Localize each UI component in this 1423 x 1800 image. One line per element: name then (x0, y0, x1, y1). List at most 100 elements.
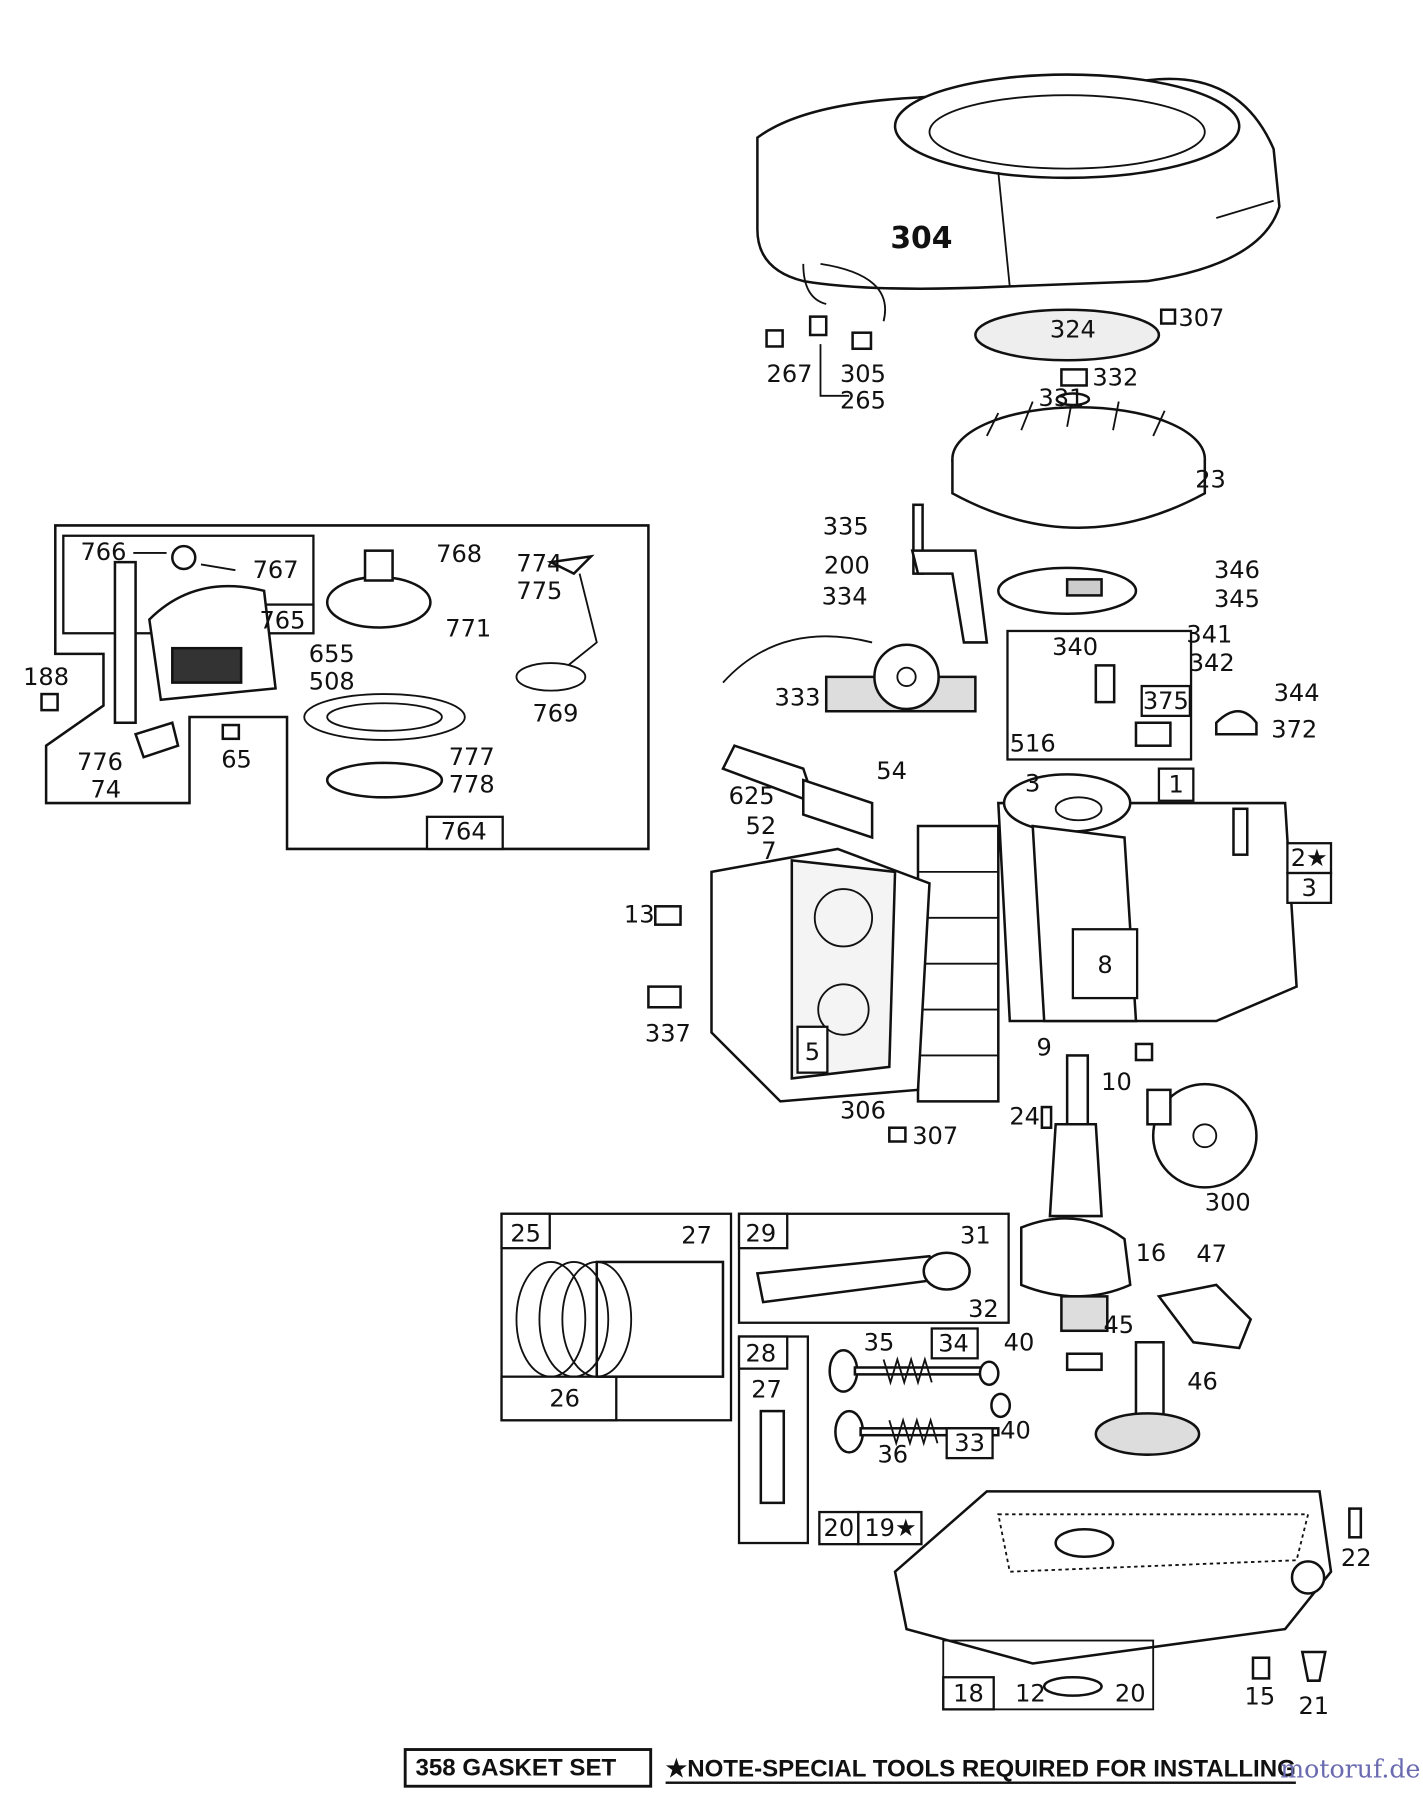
box-1 (1157, 767, 1195, 802)
watermark: motoruf.de (1280, 1755, 1420, 1784)
label-32: 32 (968, 1295, 999, 1323)
label-20: 20 (824, 1514, 855, 1542)
crankcase-cover-drawing (818, 1490, 1363, 1711)
label-324: 324 (1050, 315, 1096, 343)
gasket-set-label: 358 GASKET SET (416, 1754, 617, 1781)
label-27b: 27 (751, 1375, 782, 1403)
label-18: 18 (953, 1679, 984, 1707)
label-23: 23 (1195, 466, 1226, 494)
label-45: 45 (1103, 1311, 1134, 1339)
label-2-star: 2★ (1291, 844, 1328, 872)
label-774: 774 (516, 549, 562, 577)
label-36: 36 (877, 1441, 908, 1469)
label-341: 341 (1186, 620, 1232, 648)
starter-group-764 (40, 524, 650, 851)
label-46: 46 (1187, 1367, 1218, 1395)
muffler-drawing (1146, 1082, 1258, 1189)
label-375: 375 (1143, 687, 1189, 715)
label-767: 767 (253, 556, 299, 584)
label-5: 5 (805, 1038, 820, 1066)
label-337: 337 (645, 1020, 691, 1048)
screws-top-drawing (765, 262, 1177, 644)
gasket-set-box (403, 1748, 653, 1788)
label-655: 655 (309, 640, 355, 668)
label-304: 304 (890, 221, 952, 256)
label-20b: 20 (1115, 1679, 1146, 1707)
label-65: 65 (221, 745, 252, 773)
label-332: 332 (1092, 363, 1138, 391)
label-307b: 307 (912, 1122, 958, 1150)
label-25: 25 (510, 1219, 541, 1247)
label-200: 200 (824, 552, 870, 580)
label-769: 769 (532, 700, 578, 728)
piston-group-25 (500, 1212, 733, 1422)
label-16: 16 (1136, 1239, 1167, 1267)
label-305: 305 (840, 360, 886, 388)
governor-drawing (1156, 1283, 1253, 1350)
label-34: 34 (938, 1329, 969, 1357)
part-group-375 (1006, 629, 1258, 761)
label-771: 771 (445, 615, 491, 643)
valves-drawing (828, 1327, 1012, 1460)
label-372: 372 (1271, 716, 1317, 744)
label-765: 765 (259, 607, 305, 635)
label-342: 342 (1189, 649, 1235, 677)
label-12: 12 (1015, 1679, 1046, 1707)
label-54: 54 (876, 757, 907, 785)
label-40: 40 (1004, 1328, 1035, 1356)
label-9: 9 (1037, 1033, 1052, 1061)
label-27: 27 (681, 1222, 712, 1250)
label-3-boxed: 3 (1302, 874, 1317, 902)
label-265: 265 (840, 386, 886, 414)
label-8: 8 (1097, 951, 1112, 979)
label-74: 74 (90, 775, 121, 803)
label-19-star: 19★ (864, 1514, 916, 1542)
flywheel-drawing (951, 308, 1207, 529)
label-333: 333 (775, 684, 821, 712)
camshaft-drawing (1065, 1340, 1201, 1456)
label-331: 331 (1038, 384, 1084, 412)
label-7: 7 (761, 837, 776, 865)
box-3 (1286, 871, 1333, 905)
blower-housing-drawing (756, 73, 1281, 290)
label-777: 777 (449, 743, 495, 771)
label-31: 31 (960, 1222, 991, 1250)
label-778: 778 (449, 771, 495, 799)
crankshaft-drawing (1019, 1054, 1132, 1333)
label-26: 26 (549, 1384, 580, 1412)
label-307: 307 (1178, 304, 1224, 332)
label-24: 24 (1009, 1102, 1040, 1130)
label-516: 516 (1010, 729, 1056, 757)
label-344: 344 (1274, 679, 1320, 707)
label-300: 300 (1205, 1188, 1251, 1216)
label-29: 29 (746, 1219, 777, 1247)
label-188: 188 (23, 663, 69, 691)
label-28: 28 (746, 1340, 777, 1368)
part-labels: 304 307 324 332 331 267 305 265 23 335 2… (23, 221, 1371, 1720)
label-306: 306 (840, 1097, 886, 1125)
label-1: 1 (1168, 771, 1183, 799)
label-766: 766 (80, 538, 126, 566)
label-340: 340 (1052, 633, 1098, 661)
label-10: 10 (1101, 1068, 1132, 1096)
label-40b: 40 (1000, 1417, 1031, 1445)
label-775: 775 (516, 577, 562, 605)
special-tools-note: ★NOTE-SPECIAL TOOLS REQUIRED FOR INSTALL… (666, 1756, 1296, 1783)
label-625: 625 (729, 782, 775, 810)
label-13: 13 (624, 900, 655, 928)
label-346: 346 (1214, 556, 1260, 584)
cylinder-block-drawing (647, 744, 1298, 1143)
label-764: 764 (441, 818, 487, 846)
connecting-rod-group-29 (737, 1212, 1010, 1324)
label-22: 22 (1341, 1544, 1372, 1572)
label-47: 47 (1196, 1240, 1227, 1268)
label-33: 33 (954, 1429, 985, 1457)
label-334: 334 (822, 583, 868, 611)
label-15: 15 (1245, 1683, 1276, 1711)
piston-pin-group-28 (737, 1335, 810, 1545)
label-776: 776 (77, 748, 123, 776)
label-508: 508 (309, 667, 355, 695)
label-3: 3 (1025, 770, 1040, 798)
label-768: 768 (436, 540, 482, 568)
